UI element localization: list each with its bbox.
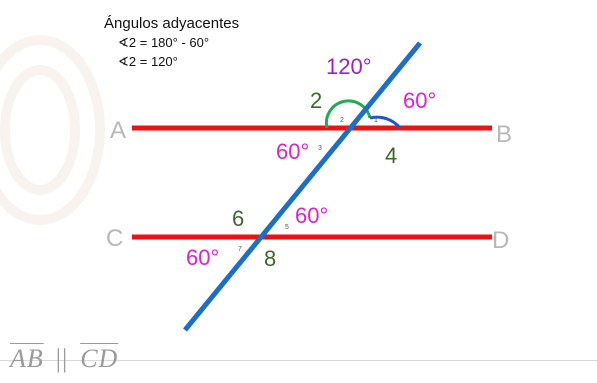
angle-arc-1 (369, 115, 402, 130)
segment-cd: CD (80, 344, 119, 373)
segment-ab: AB (10, 344, 44, 373)
mark-7: 7 (238, 246, 242, 253)
mark-2: 2 (340, 117, 344, 124)
parallel-symbol: || (55, 344, 69, 373)
point-label-c: C (106, 225, 123, 252)
angle-label-60-top-left: 60° (276, 139, 309, 164)
point-label-d: D (492, 227, 509, 254)
angle-label-4: 4 (385, 143, 397, 168)
notes-equation-1: ∢2 = 180° - 60° (118, 35, 210, 50)
angle-label-2: 2 (310, 88, 322, 113)
notes-box: Ángulos adyacentes ∢2 = 180° - 60° ∢2 = … (104, 14, 239, 71)
transversal-line (183, 41, 422, 332)
angle-label-60-bottom-right: 60° (295, 203, 328, 228)
background-emblem (0, 35, 105, 225)
mark-1: 1 (374, 117, 378, 124)
mark-3: 3 (318, 145, 322, 152)
angle-label-60-bottom-left: 60° (186, 245, 219, 270)
angle-label-60-top-right: 60° (403, 88, 436, 113)
angle-label-6: 6 (232, 206, 244, 231)
point-label-a: A (110, 117, 126, 144)
parallel-statement: AB || CD (10, 344, 118, 374)
angle-label-8: 8 (264, 246, 276, 271)
notes-title: Ángulos adyacentes (104, 15, 240, 32)
angle-label-120: 120° (326, 54, 372, 79)
point-label-b: B (496, 121, 512, 148)
footer-divider (0, 360, 597, 361)
mark-5: 5 (285, 224, 289, 231)
notes-equation-2: ∢2 = 120° (118, 54, 178, 69)
